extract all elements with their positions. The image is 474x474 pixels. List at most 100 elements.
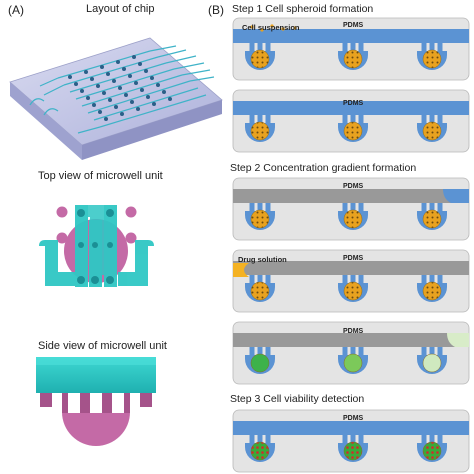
connector-pillar xyxy=(358,115,364,123)
connector-pillar xyxy=(421,275,427,283)
connector-pillar xyxy=(249,203,255,211)
connector-pillar xyxy=(421,435,427,443)
chip-slab-left-side xyxy=(10,82,82,160)
connector-pillar xyxy=(342,347,348,355)
side-view-title: Side view of microwell unit xyxy=(38,340,167,352)
chip-slab-front-side xyxy=(82,100,222,160)
connector-pillar xyxy=(249,275,255,283)
cell-spheroid xyxy=(250,121,270,141)
cell-spheroid xyxy=(422,281,442,301)
chip-slab-top xyxy=(9,37,223,146)
cell-spheroid xyxy=(343,441,363,461)
connector-pillar xyxy=(429,203,435,211)
cell-spheroid xyxy=(250,441,270,461)
panel-b-letter: (B) xyxy=(208,3,224,17)
connector-pillar xyxy=(342,203,348,211)
step-unit xyxy=(232,409,470,473)
cell-spheroid xyxy=(250,49,270,69)
main-channel xyxy=(233,333,469,347)
suspended-cell xyxy=(260,28,264,32)
top-view-dot xyxy=(125,206,137,218)
connector-pillar xyxy=(257,203,263,211)
cell-spheroid xyxy=(343,353,363,373)
connector-pillar xyxy=(421,43,427,51)
connector-pillar xyxy=(429,435,435,443)
drug-front xyxy=(233,263,249,277)
connector-pillar xyxy=(358,43,364,51)
step-unit xyxy=(232,17,470,81)
connector-pillar xyxy=(358,203,364,211)
connector-pillar xyxy=(342,275,348,283)
connector-pillar xyxy=(437,115,443,123)
connector-pillar xyxy=(350,43,356,51)
panel-a-letter: (A) xyxy=(8,3,24,17)
drug-solution-label: Drug solution xyxy=(238,255,287,264)
step-unit xyxy=(232,177,470,241)
panel-b-units xyxy=(232,17,470,473)
suspended-cell xyxy=(281,27,285,31)
connector-pillar xyxy=(421,347,427,355)
cell-spheroid xyxy=(422,121,442,141)
connector-pillar xyxy=(358,347,364,355)
chip-layout xyxy=(9,37,223,160)
cell-spheroid xyxy=(422,441,442,461)
channel-buffer-front xyxy=(443,189,469,203)
suspended-cell xyxy=(293,26,297,30)
connector-pillar xyxy=(429,347,435,355)
step2-title: Step 2 Concentration gradient formation xyxy=(230,162,417,174)
cell-spheroid xyxy=(343,49,363,69)
step-unit xyxy=(232,89,470,153)
connector-pillar xyxy=(257,275,263,283)
pdms-label: PDMS xyxy=(343,183,364,190)
connector-pillar xyxy=(257,115,263,123)
connector-pillar xyxy=(265,43,271,51)
connector-pillar xyxy=(429,43,435,51)
main-channel xyxy=(233,421,469,435)
chip-channels xyxy=(29,45,215,134)
cell-suspension-label: Cell suspension xyxy=(242,23,300,32)
connector-pillar xyxy=(358,275,364,283)
top-view-holes xyxy=(77,209,114,284)
connector-pillar xyxy=(429,275,435,283)
suspended-cell xyxy=(270,24,274,28)
main-channel xyxy=(233,29,469,43)
step1-title: Step 1 Cell spheroid formation xyxy=(232,3,374,15)
suspended-cell xyxy=(250,25,254,29)
connector-pillar xyxy=(265,347,271,355)
chip-microwells xyxy=(68,55,172,121)
step3-title: Step 3 Cell viability detection xyxy=(230,393,365,405)
connector-pillar xyxy=(350,203,356,211)
connector-pillar xyxy=(257,435,263,443)
connector-pillar xyxy=(350,115,356,123)
cell-spheroid xyxy=(250,353,270,373)
connector-pillar xyxy=(437,203,443,211)
connector-pillar xyxy=(350,435,356,443)
connector-pillar xyxy=(342,43,348,51)
top-view-dot xyxy=(56,232,68,244)
connector-pillar xyxy=(350,347,356,355)
connector-pillar xyxy=(437,275,443,283)
connector-pillar xyxy=(249,115,255,123)
connector-pillar xyxy=(350,275,356,283)
pdms-label: PDMS xyxy=(343,328,364,335)
main-channel xyxy=(233,189,469,203)
main-channel xyxy=(233,101,469,115)
connector-pillar xyxy=(265,203,271,211)
connector-pillar xyxy=(437,347,443,355)
cell-spheroid xyxy=(250,281,270,301)
cell-spheroid xyxy=(250,209,270,229)
pdms-label: PDMS xyxy=(343,100,364,107)
channel-light-front xyxy=(447,333,469,347)
connector-pillar xyxy=(265,115,271,123)
top-view-dot xyxy=(56,206,68,218)
side-view-microwell xyxy=(62,412,130,446)
connector-pillar xyxy=(257,347,263,355)
top-view-channels xyxy=(39,205,154,287)
pdms-label: PDMS xyxy=(343,255,364,262)
top-view-unit xyxy=(39,205,154,287)
step-unit xyxy=(232,321,470,385)
connector-pillar xyxy=(358,435,364,443)
pdms-label: PDMS xyxy=(343,415,364,422)
connector-pillar xyxy=(249,43,255,51)
